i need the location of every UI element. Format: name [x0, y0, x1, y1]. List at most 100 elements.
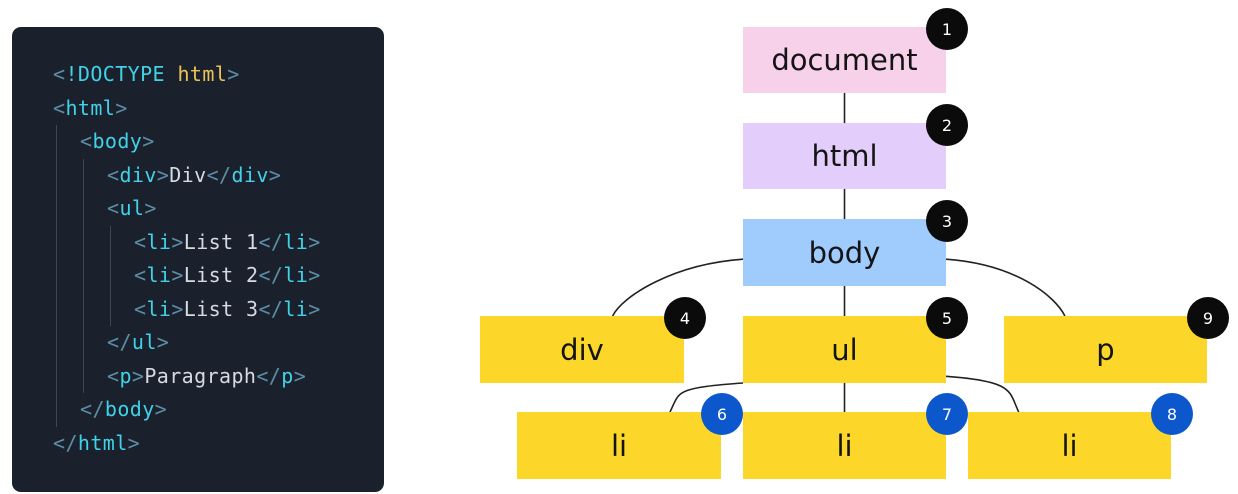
code-token-bracket: > [227, 62, 240, 86]
code-token-bracket: > [131, 363, 145, 388]
tree-node-label: html [811, 139, 878, 173]
order-badge-3: 3 [926, 200, 968, 242]
code-token-bracket: > [156, 162, 170, 187]
indent-guide [83, 158, 84, 393]
code-token-tag: li [146, 229, 172, 254]
tree-node-li3: li [968, 412, 1171, 479]
code-token-bracket: </ [258, 296, 284, 321]
code-token-bracket: < [134, 296, 147, 321]
code-line: <li>List 3</li> [134, 293, 321, 325]
code-line: <li>List 1</li> [134, 226, 321, 258]
code-token-bracket: > [142, 129, 155, 153]
code-token-bracket: </ [107, 330, 132, 354]
code-token-bracket: </ [256, 363, 282, 388]
code-line: <!DOCTYPE html> [53, 58, 240, 90]
tree-node-label: ul [831, 332, 858, 367]
code-token-bracket: > [171, 263, 184, 287]
tree-node-label: li [836, 428, 853, 463]
code-token-txt: List 2 [183, 263, 259, 287]
tree-node-body: body [743, 219, 946, 286]
code-token-tag: p [281, 363, 294, 388]
tree-node-p: p [1004, 316, 1207, 383]
code-token-txt: List 1 [183, 229, 259, 254]
code-line: <html> [53, 92, 128, 124]
code-token-tag: div [119, 162, 157, 187]
code-token-bracket: < [107, 363, 120, 388]
code-token-bracket: > [308, 263, 321, 287]
code-token-tag: div [231, 162, 269, 187]
code-token-bracket: </ [206, 162, 232, 187]
order-badge-2: 2 [926, 104, 968, 146]
code-line: </body> [80, 393, 167, 425]
order-badge-9: 9 [1187, 297, 1229, 339]
code-token-bracket: < [134, 263, 147, 287]
order-badge-4: 4 [664, 297, 706, 339]
code-line: <div>Div</div> [107, 159, 281, 191]
tree-node-label: li [1061, 428, 1078, 463]
edge-body-p [945, 258, 1066, 317]
tree-node-document: document [743, 27, 946, 93]
tree-node-html: html [743, 123, 946, 189]
tree-node-label: document [771, 43, 918, 77]
code-token-bracket: </ [258, 229, 284, 254]
code-token-bracket: > [308, 229, 321, 254]
code-token-bracket: > [171, 296, 184, 321]
code-token-bracket: </ [53, 430, 78, 455]
code-line: </ul> [107, 326, 169, 358]
tree-node-div: div [480, 316, 684, 383]
code-token-tag: body [92, 129, 143, 153]
code-token-tag: html [65, 95, 116, 120]
code-token-bracket: > [127, 430, 141, 455]
code-token-bracket: > [144, 196, 157, 220]
code-token-txt: List 3 [183, 296, 259, 321]
code-token-bracket: > [115, 95, 128, 120]
code-token-tag: body [104, 397, 155, 421]
code-line: <ul> [107, 192, 157, 224]
code-token-bracket: > [268, 162, 282, 187]
order-badge-8: 8 [1151, 393, 1193, 435]
order-badge-1: 1 [926, 8, 968, 50]
code-panel: <!DOCTYPE html><html><body><div>Div</div… [12, 27, 384, 492]
code-token-bracket: > [171, 229, 184, 254]
code-token-bracket: < [107, 162, 120, 187]
order-badge-5: 5 [926, 297, 968, 339]
tree-node-label: div [560, 332, 604, 367]
code-line: </html> [53, 427, 140, 459]
code-token-bracket: > [293, 363, 307, 388]
code-token-bracket: < [53, 95, 66, 120]
tree-node-label: body [808, 235, 881, 270]
order-badge-7: 7 [926, 393, 968, 435]
tree-node-ul: ul [743, 316, 946, 383]
tree-node-li2: li [743, 412, 946, 479]
code-token-tag: li [146, 296, 172, 321]
order-badge-6: 6 [701, 393, 743, 435]
tree-node-label: p [1096, 332, 1115, 367]
code-token-tag: p [119, 363, 132, 388]
indent-guide [56, 125, 57, 427]
code-token-tag: ul [131, 330, 157, 354]
code-token-tag: html [77, 430, 128, 455]
code-token-bracket: < [107, 196, 120, 220]
code-token-bracket: < [80, 129, 93, 153]
code-line: <body> [80, 125, 155, 157]
code-token-kw: html [177, 62, 228, 86]
code-token-tag: li [283, 263, 309, 287]
code-token-bracket: > [308, 296, 321, 321]
code-token-bracket: </ [258, 263, 284, 287]
code-token-tag: li [146, 263, 172, 287]
tree-node-li1: li [517, 412, 721, 479]
code-token-tag: ul [119, 196, 145, 220]
edge-ul-li3 [945, 375, 1020, 413]
code-token-bracket: < [53, 62, 66, 86]
indent-guide [110, 225, 111, 326]
tree-node-label: li [610, 428, 628, 463]
code-token-bracket: > [156, 330, 170, 354]
code-token-tag: li [283, 229, 309, 254]
edge-body-div [611, 258, 744, 317]
code-line: <p>Paragraph</p> [107, 360, 306, 392]
code-token-txt: Paragraph [144, 363, 257, 388]
code-line: <li>List 2</li> [134, 259, 321, 291]
code-token-doctype: !DOCTYPE [65, 62, 165, 86]
